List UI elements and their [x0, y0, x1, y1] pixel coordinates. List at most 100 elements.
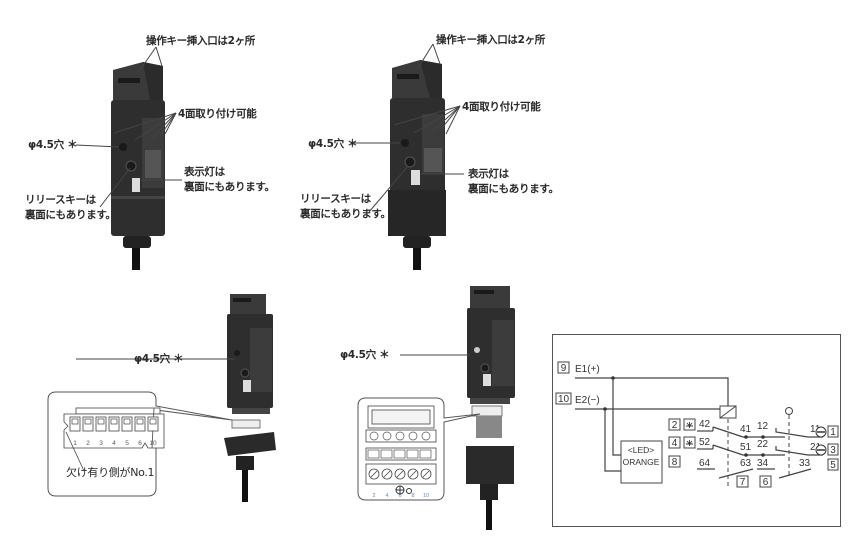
connector-pin: 5	[121, 416, 133, 447]
ground-symbol-icon	[395, 485, 412, 495]
label-key-insertion: 操作キー挿入口は2ヶ所	[436, 34, 546, 46]
terminal-screw: 6	[394, 431, 406, 499]
callout-line	[65, 431, 85, 472]
label-hole: φ4.5穴 ＊	[308, 138, 358, 150]
left-terminal-8: 8	[668, 455, 681, 468]
label-four-face-mount: 4面取り付け可能	[178, 108, 257, 120]
terminal-9: 9	[557, 361, 570, 374]
circuit-schematic: 9 E1(+) 10 E2(−) <LED> ORANGE 2 4 8	[555, 361, 839, 488]
label-release-key-2: 裏面にもあります。	[300, 208, 391, 220]
terminal-slot	[406, 449, 419, 459]
connector-pin: 3	[95, 416, 107, 447]
svg-text:33: 33	[799, 458, 811, 469]
terminal-screw: 4	[381, 431, 393, 499]
label-hole: φ4.5穴 ＊	[134, 353, 184, 365]
contact-row-3: 64 63 34 33	[697, 458, 812, 479]
svg-text:12: 12	[757, 421, 769, 432]
label-four-face-mount: 4面取り付け可能	[462, 101, 541, 113]
svg-text:9: 9	[561, 363, 567, 374]
label-connector-note: 欠け有り側がNo.1	[66, 466, 155, 479]
svg-text:11: 11	[810, 424, 821, 435]
svg-text:6: 6	[763, 477, 769, 488]
wire-led-plus	[612, 378, 621, 456]
pin-number: 4	[112, 440, 116, 447]
label-release-key-1: リリースキーは	[25, 194, 96, 206]
connector-pin: 10	[147, 416, 159, 447]
svg-text:8: 8	[672, 457, 678, 468]
pin-number: 1	[73, 440, 77, 447]
terminal-screw: 8	[407, 431, 419, 499]
pin-number: 2	[86, 440, 90, 447]
connector-pin: 4	[108, 416, 120, 447]
label-indicator-2: 裏面にもあります。	[184, 181, 275, 193]
left-terminal-2: 2	[668, 418, 681, 431]
led-indicator-box: <LED> ORANGE	[620, 440, 663, 484]
switch-body-with-connector	[224, 294, 276, 502]
solenoid-coil	[719, 405, 737, 419]
label-indicator-2: 裏面にもあります。	[468, 183, 559, 195]
left-terminal-4: 4	[668, 436, 681, 449]
bottom-terminal-7: 7	[736, 475, 749, 488]
label-e2: E2(−)	[575, 395, 600, 406]
svg-text:42: 42	[699, 419, 711, 430]
svg-text:64: 64	[699, 458, 711, 469]
device-illustration	[354, 43, 464, 270]
svg-text:51: 51	[740, 442, 752, 453]
terminal-number: 10	[423, 493, 429, 499]
pin-number: 10	[149, 440, 157, 447]
svg-text:63: 63	[740, 458, 752, 469]
wire-led-minus	[604, 409, 621, 472]
switch-body-with-terminal-block	[466, 286, 515, 530]
callout-lines	[75, 46, 182, 208]
terminal-number: 6	[398, 493, 401, 499]
label-e1: E1(+)	[575, 364, 600, 375]
svg-text:<LED>: <LED>	[628, 445, 654, 455]
bottom-terminal-6: 6	[759, 475, 772, 488]
svg-text:4: 4	[672, 438, 678, 449]
positive-opening-icon	[683, 418, 696, 431]
circuit-diagram: 9 E1(+) 10 E2(−) <LED> ORANGE 2 4 8	[552, 334, 841, 527]
terminal-screw: 10	[420, 431, 432, 499]
terminal-slot	[380, 449, 393, 459]
figure-bottom-left: 1 2 3 4 5 6 10 φ4.5穴 ＊ 欠け有り側がNo.1	[0, 270, 320, 538]
connector-pins: 1 2 3 4 5 6 10	[69, 416, 159, 447]
figure-top-right: 操作キー挿入口は2ヶ所 4面取り付け可能 φ4.5穴 ＊ 表示灯は 裏面にもあり…	[290, 0, 580, 270]
svg-text:34: 34	[757, 458, 769, 469]
device-illustration	[75, 46, 182, 270]
svg-text:5: 5	[830, 460, 836, 471]
label-key-insertion: 操作キー挿入口は2ヶ所	[146, 35, 256, 47]
contact-row-2: 52 51 22 21	[697, 437, 823, 457]
svg-text:2: 2	[672, 420, 678, 431]
terminal-10: 10	[555, 392, 572, 405]
svg-text:21: 21	[810, 442, 822, 453]
svg-text:22: 22	[757, 439, 769, 450]
pin-number: 3	[99, 440, 103, 447]
terminal-screw: 2	[368, 431, 380, 499]
terminal-number: 8	[411, 493, 414, 499]
pin-number: 6	[138, 440, 142, 447]
wire-e1	[575, 377, 729, 406]
svg-text:52: 52	[699, 437, 711, 448]
key-actuator-icon	[785, 407, 793, 415]
nc-contact-icon	[815, 444, 827, 456]
svg-text:1: 1	[830, 427, 836, 438]
terminal-number: 2	[372, 493, 375, 499]
connector-pin: 2	[82, 416, 94, 447]
connector-pin: 6	[134, 416, 146, 447]
right-terminal-3: 3	[827, 443, 839, 456]
terminal-slot	[419, 449, 432, 459]
label-indicator-1: 表示灯は	[184, 166, 225, 178]
label-indicator-1: 表示灯は	[468, 168, 509, 180]
svg-text:7: 7	[740, 477, 746, 488]
switch-body	[111, 62, 165, 270]
terminal-slot	[393, 449, 406, 459]
positive-opening-icon	[683, 436, 696, 449]
callout-lines	[354, 43, 464, 213]
label-hole: φ4.5穴 ＊	[28, 139, 78, 151]
label-release-key-2: 裏面にもあります。	[25, 209, 116, 221]
pin-number: 5	[125, 440, 129, 447]
svg-text:10: 10	[558, 394, 570, 405]
